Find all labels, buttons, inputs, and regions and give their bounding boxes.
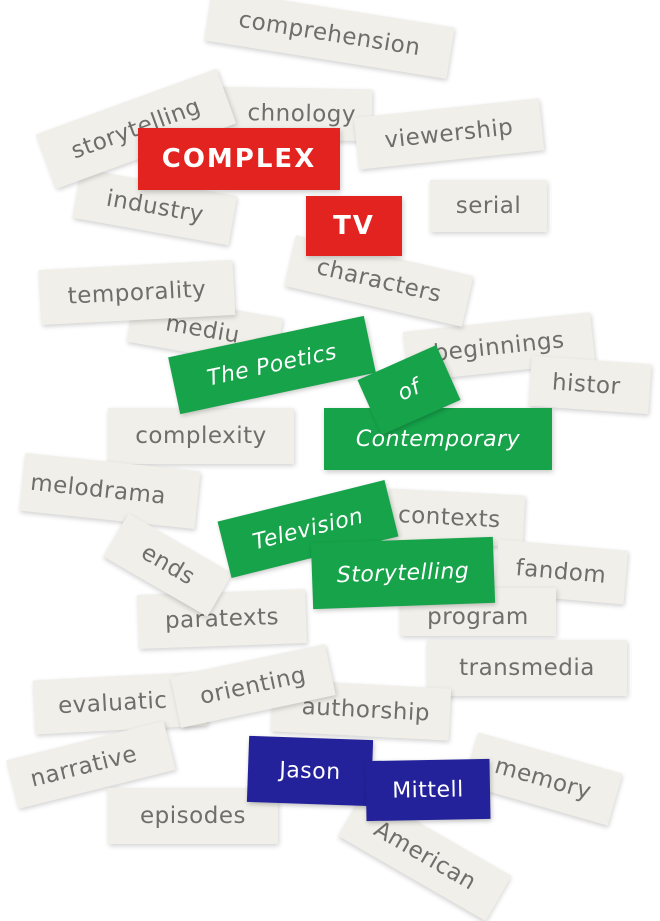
subtitle-contemporary: Contemporary: [324, 408, 552, 470]
word-tile-temporality: temporality: [38, 259, 236, 326]
title-tv: TV: [306, 196, 402, 256]
word-tile-history: histor: [528, 355, 652, 415]
word-tile-paratexts: paratexts: [137, 589, 307, 649]
word-tile-comprehension: comprehension: [204, 0, 455, 79]
subtitle-storytelling: Storytelling: [310, 536, 496, 610]
title-complex: COMPLEX: [138, 128, 340, 190]
author-first-name: Jason: [246, 735, 374, 807]
word-tile-episodes: episodes: [108, 788, 278, 844]
word-tile-serial: serial: [430, 180, 547, 232]
word-tile-viewership: viewership: [353, 98, 545, 170]
word-tile-complexity: complexity: [108, 408, 294, 464]
word-tile-transmedia: transmedia: [427, 640, 627, 696]
word-tile-melodrama: melodrama: [19, 452, 201, 530]
author-last-name: Mittell: [365, 758, 491, 822]
